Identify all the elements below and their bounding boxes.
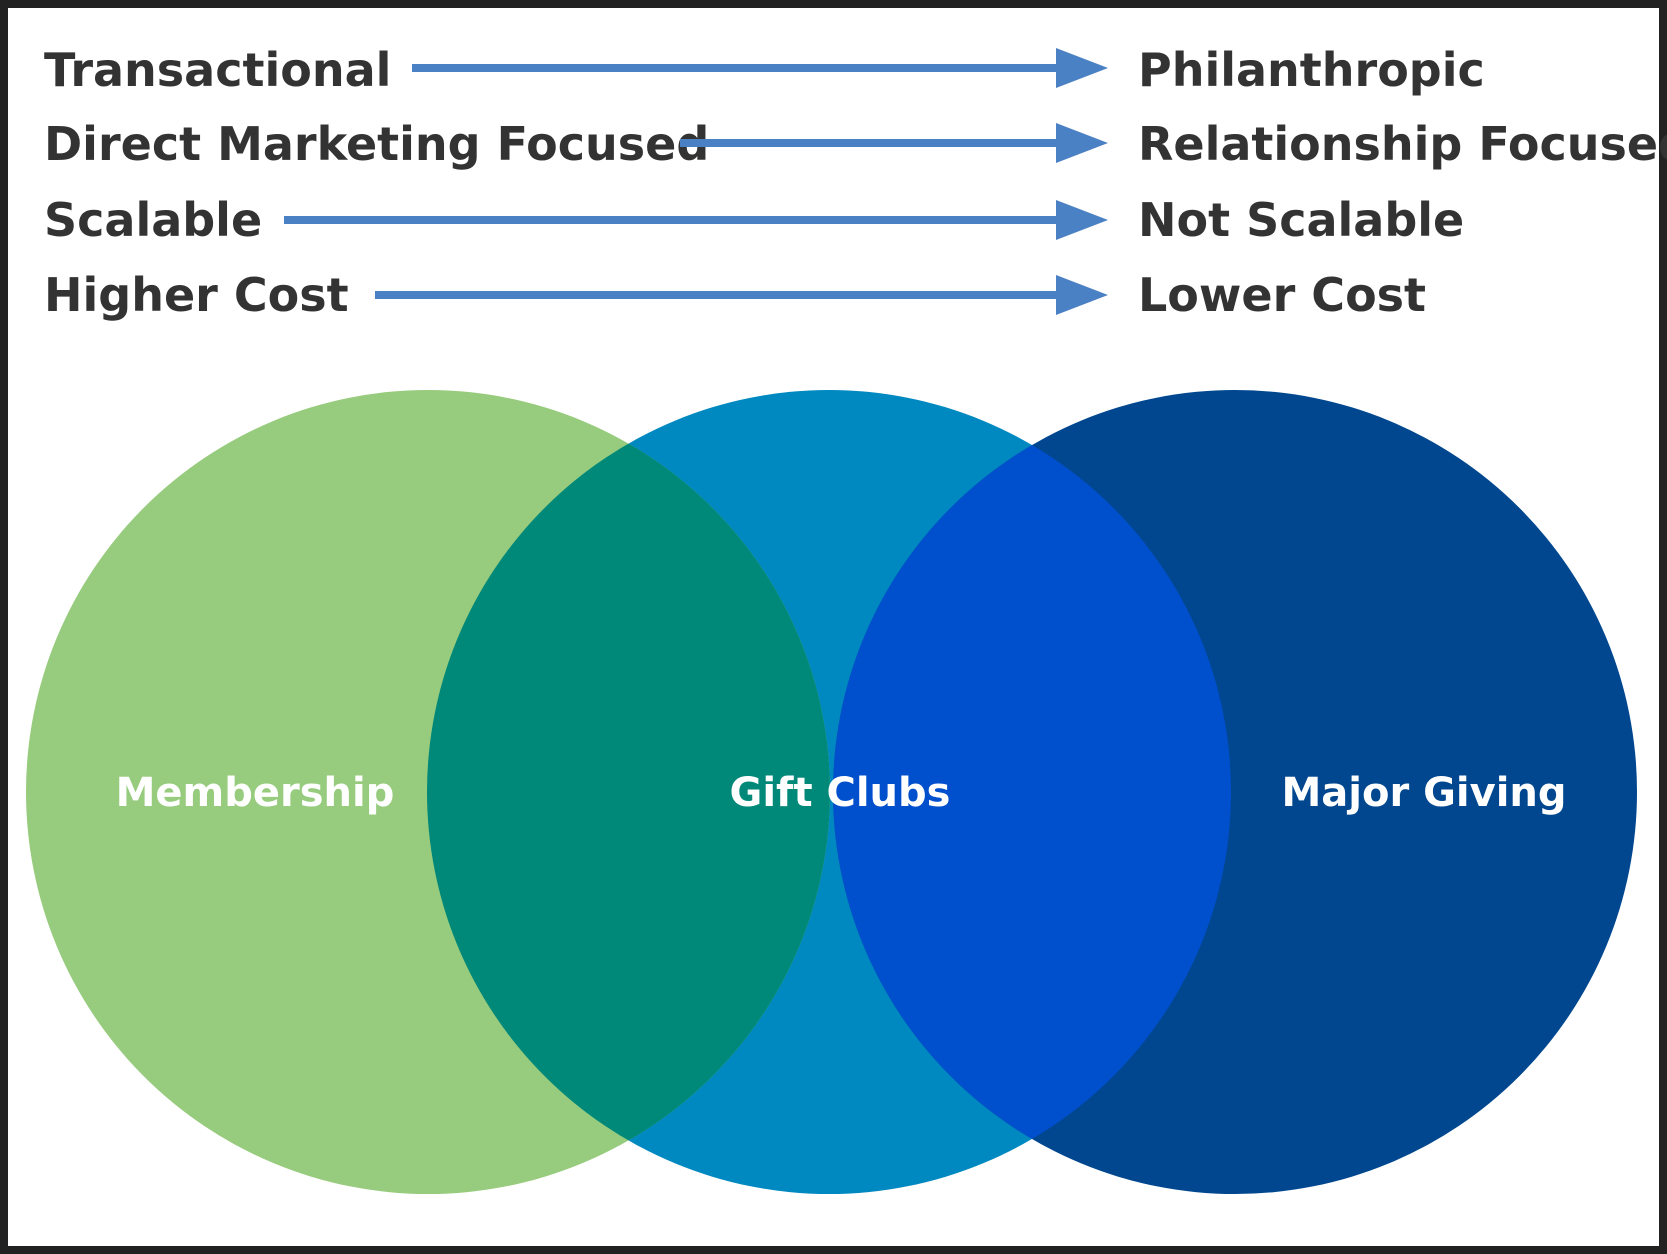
comparison-row: Direct Marketing Focused Relationship Fo… [44,117,1667,171]
comparison-row: Transactional Philanthropic [44,43,1485,97]
circle-label-major-giving: Major Giving [1281,770,1566,816]
circle-label-membership: Membership [116,770,395,816]
row-left-label: Scalable [44,193,262,247]
comparison-row: Scalable Not Scalable [44,193,1464,247]
comparison-row: Higher Cost Lower Cost [44,268,1426,322]
overlap-left-middle [427,390,830,1194]
row-right-label: Relationship Focused [1138,117,1667,171]
overlap-middle-right [833,390,1231,1194]
row-right-label: Lower Cost [1138,268,1426,322]
row-right-label: Not Scalable [1138,193,1464,247]
row-left-label: Direct Marketing Focused [44,117,709,171]
arrow-head-icon [1056,275,1108,315]
circle-label-gift-clubs: Gift Clubs [730,770,951,816]
row-left-label: Higher Cost [44,268,349,322]
arrow-head-icon [1056,48,1108,88]
arrow-head-icon [1056,200,1108,240]
row-left-label: Transactional [44,43,391,97]
arrow-head-icon [1056,123,1108,163]
row-right-label: Philanthropic [1138,43,1485,97]
